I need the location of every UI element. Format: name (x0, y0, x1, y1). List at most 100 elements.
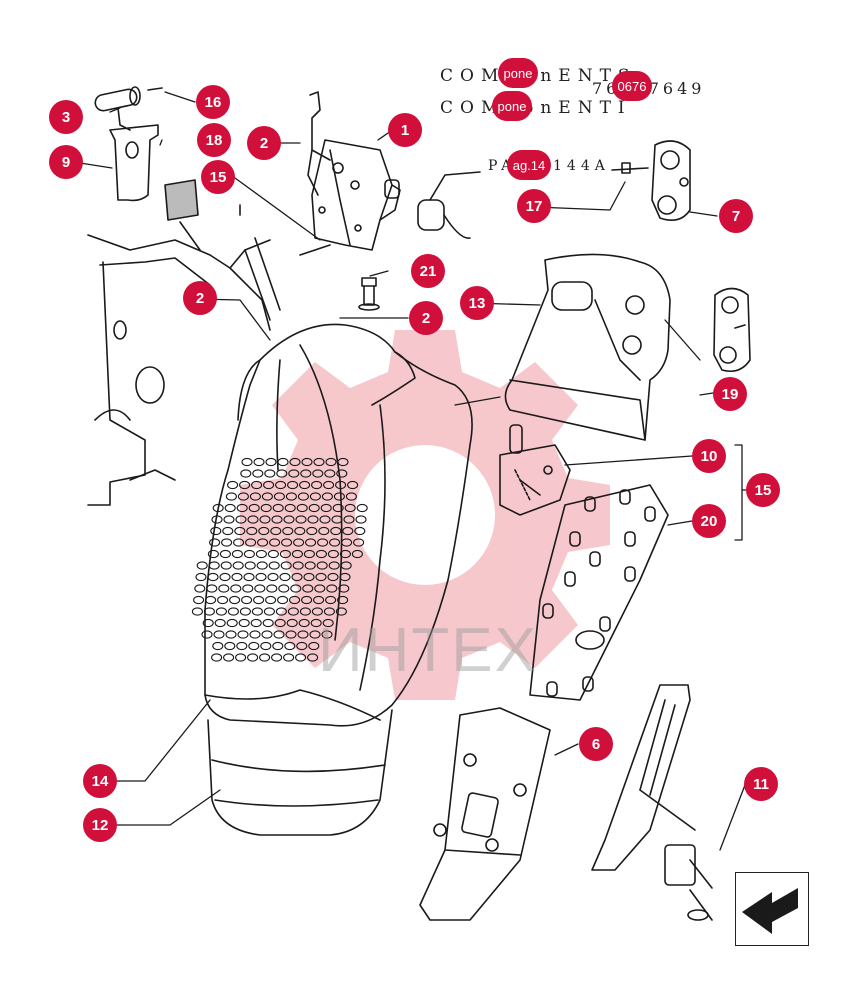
perforation-hole (354, 526, 366, 536)
perforation-hole (285, 630, 297, 639)
callout-18[interactable]: 18 (197, 123, 231, 157)
plate-part-19 (713, 287, 751, 373)
perforation-hole (347, 480, 359, 490)
perforation-hole (241, 595, 253, 605)
perforation-hole (285, 492, 297, 501)
perforation-hole (237, 630, 249, 639)
perforation-hole (313, 595, 325, 605)
perforation-hole (273, 492, 285, 501)
callout-1[interactable]: 1 (388, 113, 422, 147)
pin-part (94, 86, 163, 131)
callout-15-a[interactable]: 15 (201, 160, 235, 194)
perforation-hole (320, 503, 332, 513)
callout-14[interactable]: 14 (83, 764, 117, 798)
callout-2-c[interactable]: 2 (409, 301, 443, 335)
perforation-hole (229, 595, 241, 605)
next-page-button[interactable] (735, 872, 809, 946)
perforation-hole (335, 607, 347, 616)
perforation-hole (279, 572, 291, 582)
perforation-hole (304, 561, 316, 570)
perforation-hole (227, 480, 239, 490)
plate-stud (599, 616, 611, 632)
perforation-hole (272, 503, 284, 513)
perforation-hole (340, 561, 352, 570)
perforation-hole (266, 584, 278, 593)
perforation-hole (255, 572, 267, 582)
perforation-hole (225, 492, 237, 501)
perforation-hole (258, 526, 270, 536)
callout-17[interactable]: 17 (517, 189, 551, 223)
callout-2-b[interactable]: 2 (183, 281, 217, 315)
perforation-hole (315, 572, 327, 582)
plate-stud (542, 603, 554, 619)
perforation-hole (226, 618, 238, 628)
perforation-hole (215, 607, 227, 616)
perforation-hole (269, 538, 281, 547)
callout-20[interactable]: 20 (692, 504, 726, 538)
perforation-hole (294, 526, 306, 536)
callout-12[interactable]: 12 (83, 808, 117, 842)
perforation-hole (282, 526, 294, 536)
callout-9[interactable]: 9 (49, 145, 83, 179)
perforation-hole (211, 515, 223, 524)
perforation-hole (235, 515, 247, 524)
perforation-hole (243, 549, 255, 559)
perforation-hole (338, 584, 350, 593)
perforation-hole (335, 480, 347, 490)
perforation-hole (245, 538, 257, 547)
perforation-hole (309, 492, 321, 501)
perforation-hole (291, 549, 303, 559)
perforation-hole (230, 584, 242, 593)
perforation-hole (288, 469, 300, 478)
perforation-hole (336, 469, 348, 478)
perforation-hole (313, 457, 325, 467)
watermark-gear (240, 330, 610, 700)
perforation-hole (273, 630, 285, 639)
perforation-hole (252, 469, 264, 478)
perforation-hole (271, 653, 283, 662)
header-line-2: COMPonENTI (440, 98, 632, 118)
callout-15-b[interactable]: 15 (746, 473, 780, 507)
perforation-hole (265, 595, 277, 605)
callout-6[interactable]: 6 (579, 727, 613, 761)
perforation-hole (303, 572, 315, 582)
perforation-hole (219, 572, 231, 582)
perforation-hole (271, 515, 283, 524)
perforation-hole (249, 630, 261, 639)
perforation-hole (276, 469, 288, 478)
perforation-hole (255, 549, 267, 559)
callout-19[interactable]: 19 (713, 377, 747, 411)
bolt-21 (358, 277, 380, 311)
callout-16[interactable]: 16 (196, 85, 230, 119)
perforation-hole (343, 515, 355, 524)
perforation-hole (193, 595, 205, 605)
callout-7[interactable]: 7 (719, 199, 753, 233)
perforation-hole (231, 572, 243, 582)
perforation-hole (231, 549, 243, 559)
perforation-hole (333, 492, 345, 501)
perforation-hole (248, 641, 260, 651)
perforation-hole (268, 561, 280, 570)
perforation-hole (196, 561, 208, 570)
callout-21[interactable]: 21 (411, 254, 445, 288)
perforation-hole (345, 492, 357, 501)
plate-stud (546, 681, 558, 697)
callout-2-a[interactable]: 2 (247, 126, 281, 160)
perforation-hole (243, 572, 255, 582)
callout-13[interactable]: 13 (460, 286, 494, 320)
callout-10[interactable]: 10 (692, 439, 726, 473)
callout-3[interactable]: 3 (49, 100, 83, 134)
perforation-hole (339, 549, 351, 559)
perforation-hole (324, 469, 336, 478)
perforation-hole (260, 641, 272, 651)
plate-stud (624, 566, 636, 582)
perforation-hole (287, 480, 299, 490)
perforation-hole (337, 457, 349, 467)
perforation-hole (217, 595, 229, 605)
perforation-hole (302, 584, 314, 593)
perforation-hole (310, 618, 322, 628)
callout-11[interactable]: 11 (744, 767, 778, 801)
perforation-hole (221, 538, 233, 547)
perforation-hole (295, 653, 307, 662)
